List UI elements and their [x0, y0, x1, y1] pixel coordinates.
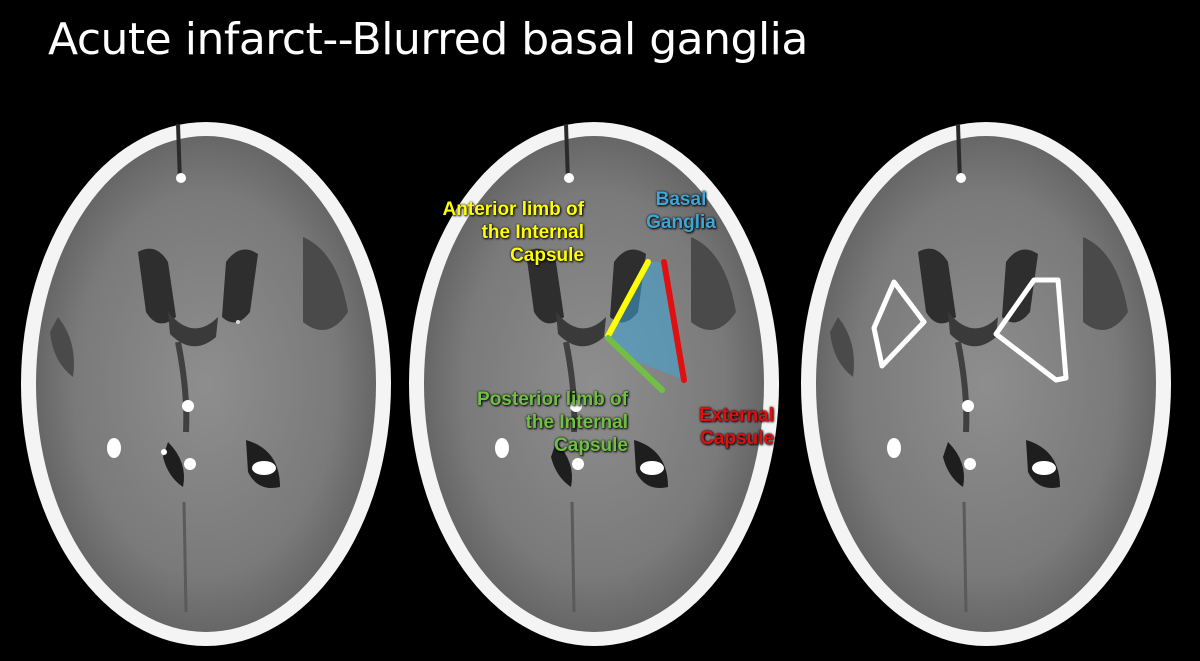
label-anterior-limb: Anterior limb of the Internal Capsule — [442, 199, 584, 266]
ct-scan-image — [406, 112, 782, 648]
label-posterior-limb: Posterior limb of the Internal Capsule — [477, 389, 628, 456]
label-external-capsule: External Capsule — [699, 405, 774, 449]
right-basal-ganglia-outline — [993, 277, 1069, 383]
basal-ganglia-region — [608, 262, 684, 380]
slide-title: Acute infarct--Blurred basal ganglia — [48, 14, 808, 65]
ct-scan-panel-annotated: Anterior limb of the Internal Capsule Ba… — [406, 112, 782, 648]
anterior-limb-line — [605, 259, 651, 339]
left-basal-ganglia-outline — [871, 279, 927, 369]
ct-scan-panel-plain — [18, 112, 394, 648]
ct-scan-image — [18, 112, 394, 648]
ct-scan-image — [798, 112, 1174, 648]
posterior-limb-line — [605, 335, 665, 393]
label-basal-ganglia: Basal Ganglia — [646, 189, 716, 233]
external-capsule-line — [661, 259, 687, 383]
ct-scan-panel-outlined — [798, 112, 1174, 648]
